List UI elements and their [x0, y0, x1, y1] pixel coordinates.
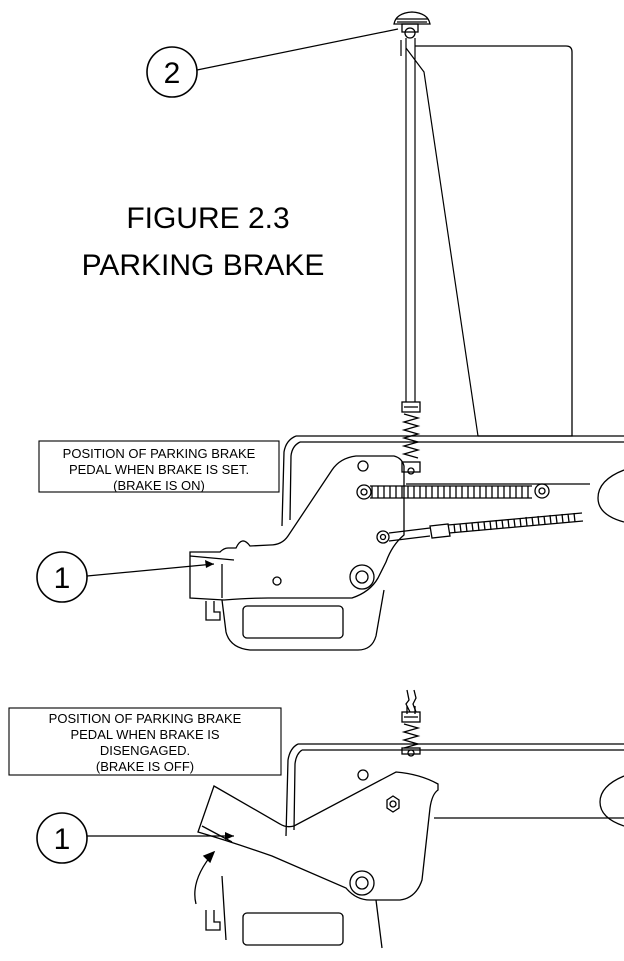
callout-1-bottom-number: 1 [54, 823, 71, 856]
brake-off-assembly [194, 689, 624, 949]
mounting-plate [415, 45, 573, 437]
callout-1-bottom: 1 [36, 812, 234, 864]
brake-on-note: POSITION OF PARKING BRAKE PEDAL WHEN BRA… [38, 440, 280, 493]
brake-off-note-box [8, 707, 282, 776]
figure-title-line2: PARKING BRAKE [82, 249, 325, 282]
figure-title-line1: FIGURE 2.3 [126, 202, 289, 235]
callout-1-top-leader [86, 563, 215, 577]
brake-off-note-line3: DISENGAGED. [100, 743, 190, 758]
brake-on-note-box [38, 440, 280, 493]
brake-off-note-line2: PEDAL WHEN BRAKE IS [70, 727, 219, 742]
brake-off-note-line4: (BRAKE IS OFF) [96, 759, 194, 774]
release-rod [400, 38, 479, 437]
brake-off-note: POSITION OF PARKING BRAKE PEDAL WHEN BRA… [8, 707, 282, 776]
callout-1-top-arrowhead [205, 560, 214, 568]
callout-1-top-number: 1 [54, 562, 71, 595]
callout-2: 2 [146, 28, 399, 98]
callout-1-top: 1 [36, 551, 215, 603]
callout-1-bottom-arrowhead [225, 832, 234, 840]
brake-on-note-line1: POSITION OF PARKING BRAKE [63, 446, 256, 461]
callout-2-circle [146, 46, 198, 98]
brake-on-note-line2: PEDAL WHEN BRAKE IS SET. [69, 462, 249, 477]
brake-release-knob [393, 11, 431, 39]
callout-1-bottom-circle [36, 812, 88, 864]
callout-2-number: 2 [164, 57, 181, 90]
callout-1-top-circle [36, 551, 88, 603]
brake-on-note-line3: (BRAKE IS ON) [113, 478, 205, 493]
callout-2-leader [196, 28, 399, 71]
brake-off-note-line1: POSITION OF PARKING BRAKE [49, 711, 242, 726]
brake-on-assembly [189, 401, 624, 651]
